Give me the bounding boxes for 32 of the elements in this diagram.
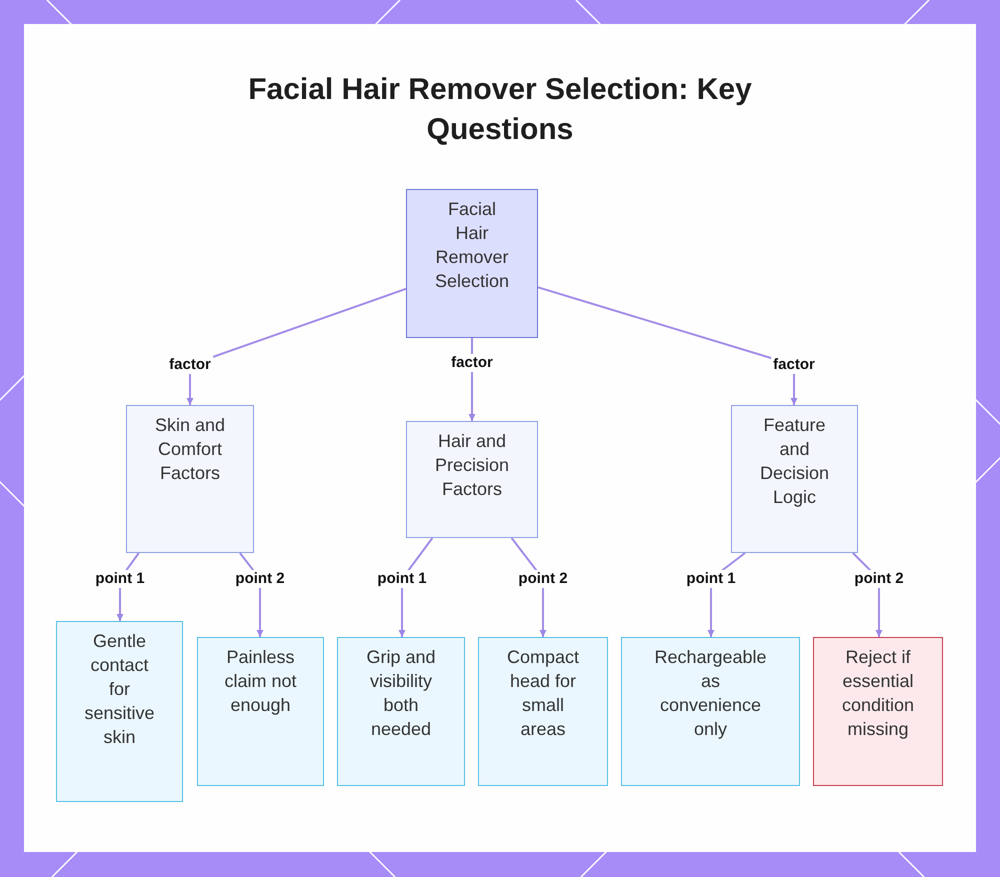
node-label: Grip and visibility both needed <box>365 646 437 741</box>
node-label: Painless claim not enough <box>223 646 298 717</box>
edge-label: point 1 <box>375 570 429 588</box>
connector-arrow <box>538 286 798 405</box>
category-box <box>126 405 254 553</box>
edge-label: factor <box>771 356 817 374</box>
edge-label: point 2 <box>233 570 287 588</box>
diagram-title: Facial Hair Remover Selection: Key Questions <box>247 72 753 148</box>
node-label: Skin and Comfort Factors <box>154 414 226 485</box>
edge-label: factor <box>449 354 495 372</box>
criterion-box <box>621 637 800 786</box>
edge-label: factor <box>167 356 213 374</box>
category-box <box>731 405 858 553</box>
reject-box <box>813 637 943 786</box>
connector-arrow <box>186 288 406 405</box>
node-label: Rechargeable as convenience only <box>653 646 768 741</box>
node-label: Feature and Decision Logic <box>758 414 830 509</box>
edge-label: point 2 <box>852 570 906 588</box>
edge-label: point 1 <box>684 570 738 588</box>
node-label: Facial Hair Remover Selection <box>434 198 510 293</box>
criterion-box <box>478 637 608 786</box>
criterion-box <box>197 637 324 786</box>
edge-label: point 1 <box>93 570 147 588</box>
criterion-box <box>56 621 183 802</box>
node-label: Compact head for small areas <box>506 646 580 741</box>
edge-label: point 2 <box>516 570 570 588</box>
root-box <box>406 189 538 338</box>
node-label: Hair and Precision Factors <box>434 430 510 501</box>
node-label: Gentle contact for sensitive skin <box>83 630 156 749</box>
category-box <box>406 421 538 538</box>
criterion-box <box>337 637 465 786</box>
node-label: Reject if essential condition missing <box>840 646 916 741</box>
